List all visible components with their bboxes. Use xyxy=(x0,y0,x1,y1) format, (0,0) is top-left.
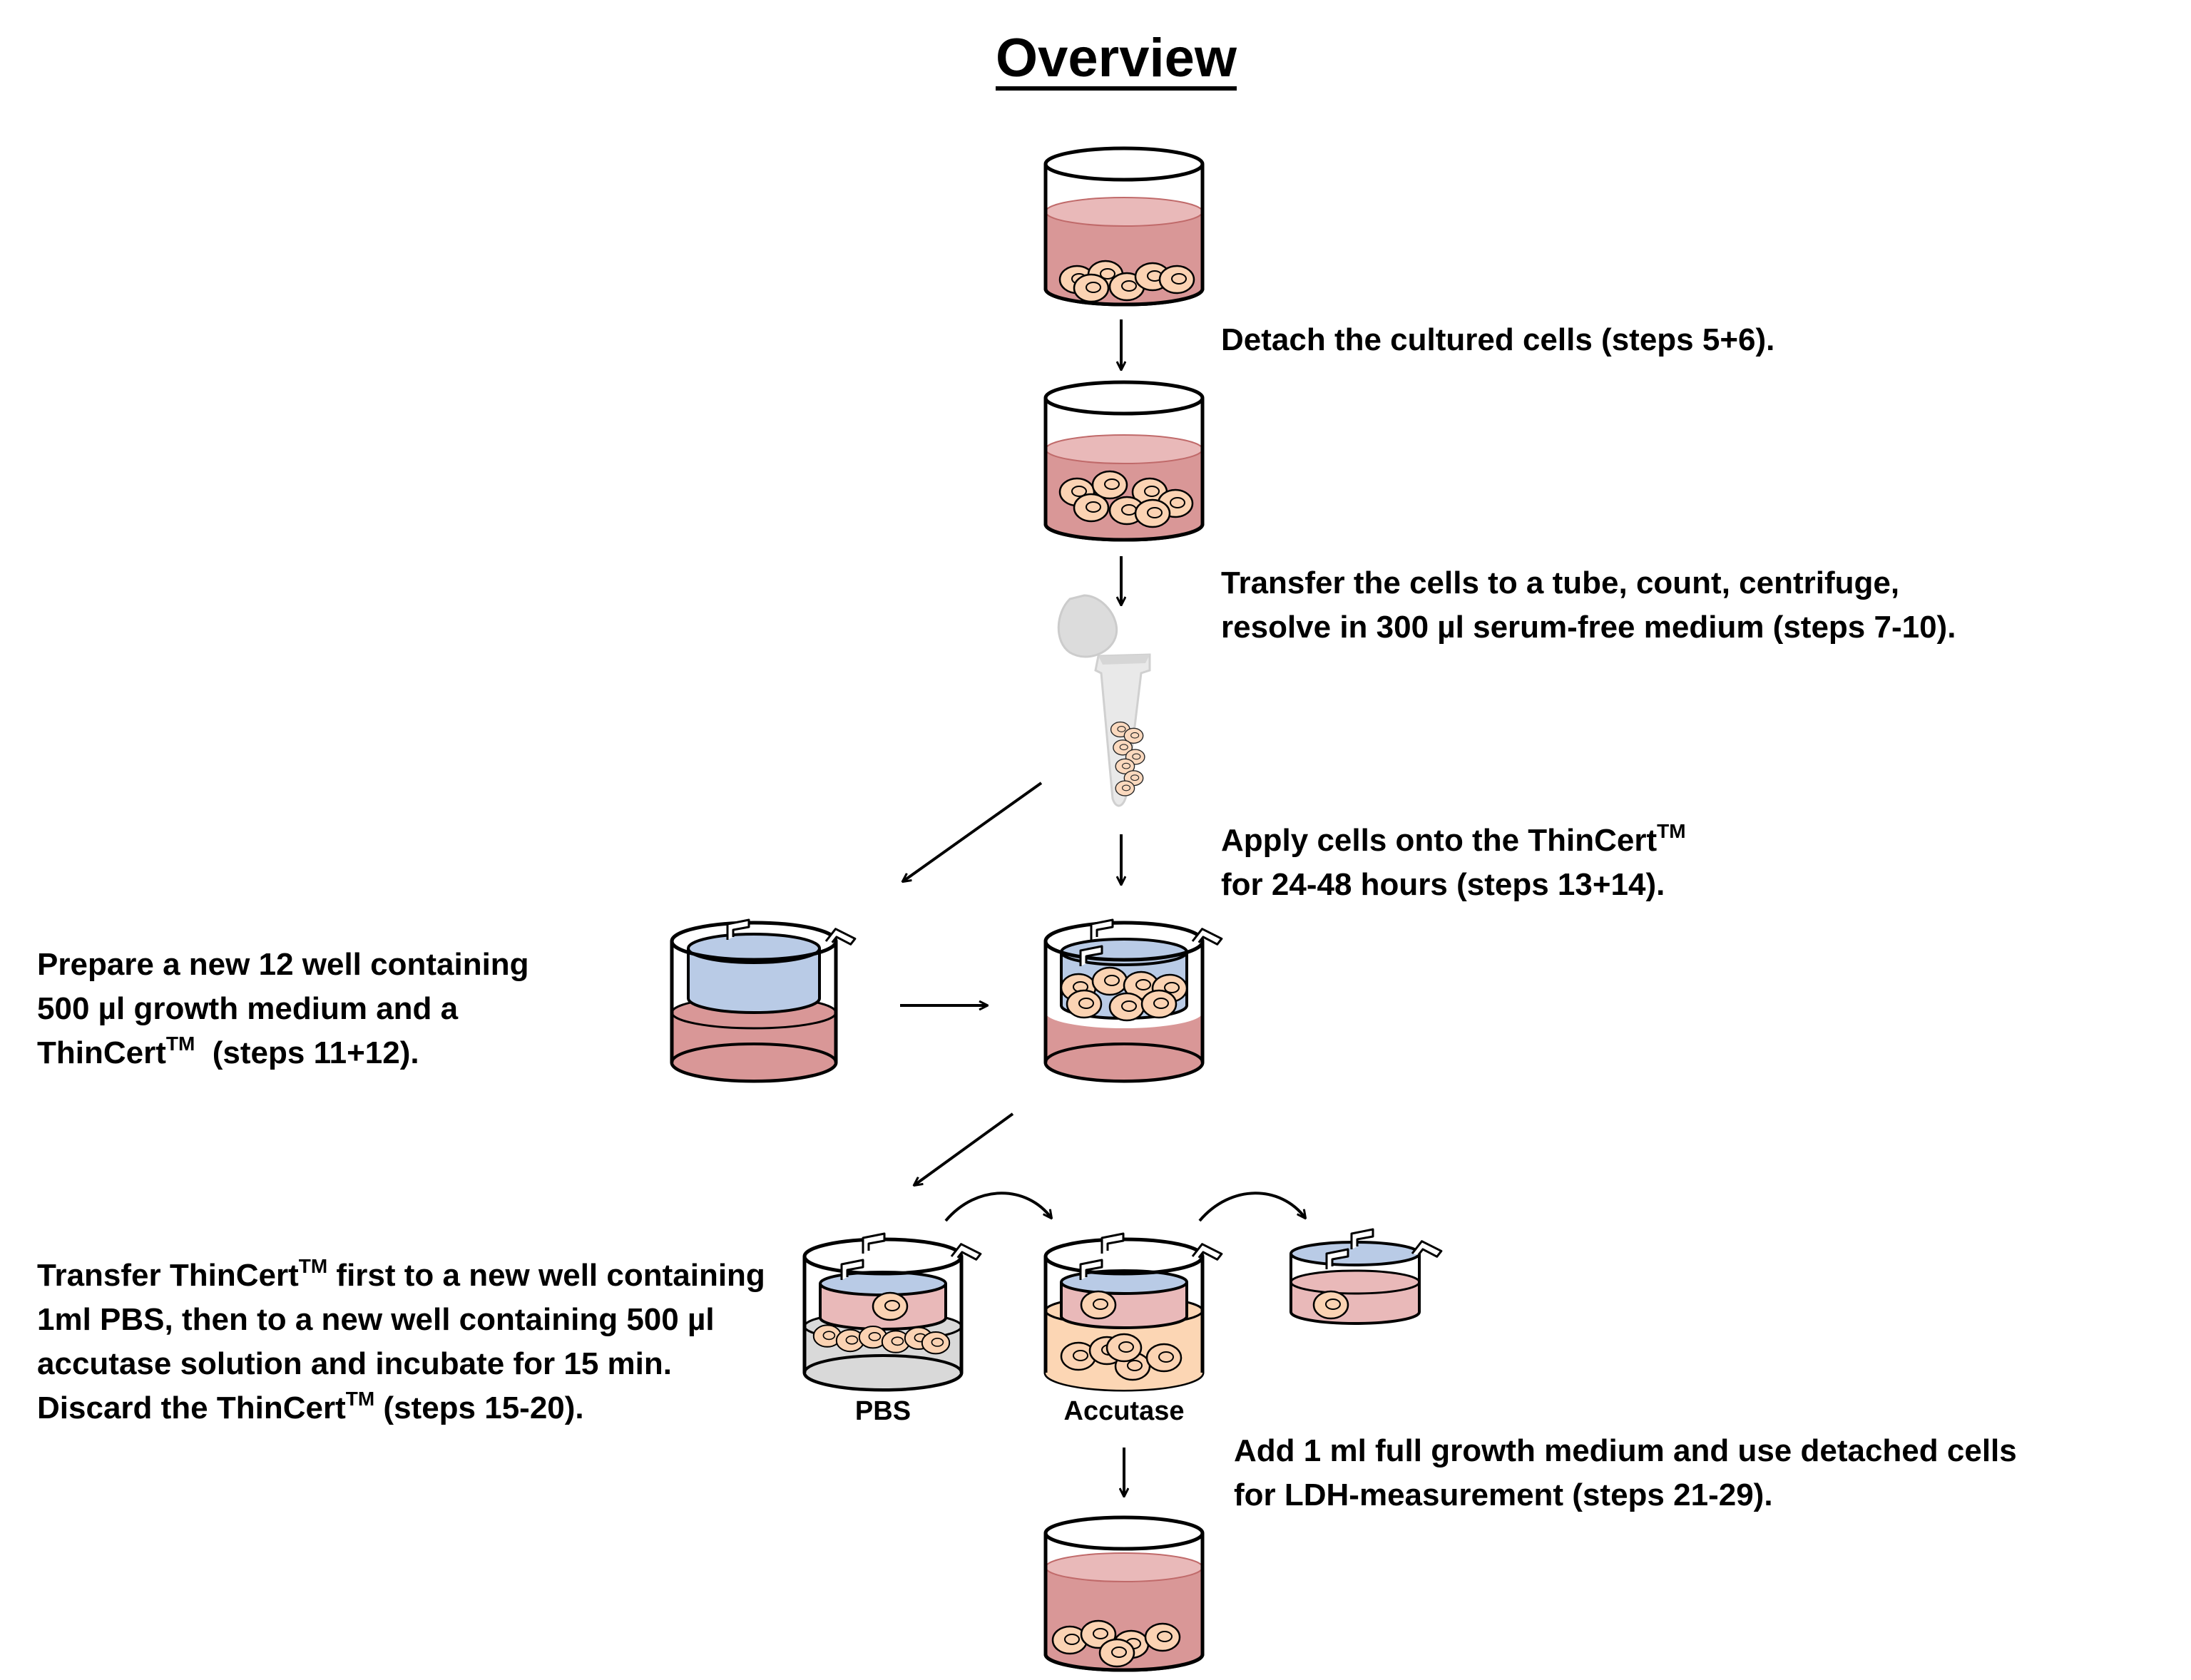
tm-mark: TM xyxy=(345,1388,375,1410)
step-move-line-1a: Transfer ThinCert xyxy=(37,1258,299,1293)
arrow-diag-1 xyxy=(903,782,1043,881)
step-apply-line-1: Apply cells onto the ThinCert xyxy=(1221,823,1658,858)
step-detach-text: Detach the cultured cells (steps 5+6). xyxy=(1221,318,1774,362)
tm-mark: TM xyxy=(1657,820,1686,842)
step-prepare-line-3b: (steps 11+12). xyxy=(195,1035,419,1070)
dish-final xyxy=(1043,1515,1205,1672)
well-prepared xyxy=(670,918,857,1083)
arrow-curve-1 xyxy=(944,1192,1051,1222)
step-apply-text: Apply cells onto the ThinCertTM for 24-4… xyxy=(1221,819,1686,907)
step-apply-line-2: for 24-48 hours (steps 13+14). xyxy=(1221,867,1665,902)
insert-discarded xyxy=(1289,1228,1443,1325)
arrow-diag-2 xyxy=(914,1112,1014,1185)
label-pbs: PBS xyxy=(854,1396,911,1426)
step-final-text: Add 1 ml full growth medium and use deta… xyxy=(1234,1429,2017,1517)
step-move-line-2: 1ml PBS, then to a new well containing 5… xyxy=(37,1302,715,1337)
step-prepare-line-1: Prepare a new 12 well containing xyxy=(37,947,529,982)
step-transfer-line-1: Transfer the cells to a tube, count, cen… xyxy=(1221,565,1900,600)
step-move-line-1b: first to a new well containing xyxy=(327,1258,765,1293)
well-accutase xyxy=(1043,1232,1223,1392)
tm-mark: TM xyxy=(165,1033,195,1055)
tm-mark: TM xyxy=(298,1255,328,1277)
page-title: Overview xyxy=(996,28,1237,88)
step-move-line-4b: (steps 15-20). xyxy=(374,1390,584,1425)
well-cells-applied xyxy=(1043,918,1223,1083)
step-prepare-line-2: 500 µl growth medium and a xyxy=(37,991,459,1026)
step-detach-line: Detach the cultured cells (steps 5+6). xyxy=(1221,322,1775,357)
step-final-line-1: Add 1 ml full growth medium and use deta… xyxy=(1234,1433,2017,1468)
dish-adherent-cells xyxy=(1043,146,1205,307)
step-move-text: Transfer ThinCertTM first to a new well … xyxy=(37,1254,765,1430)
arrows xyxy=(900,319,1305,1496)
well-pbs xyxy=(802,1232,982,1392)
label-accutase: Accutase xyxy=(1063,1396,1185,1426)
step-final-line-2: for LDH-measurement (steps 21-29). xyxy=(1234,1477,1773,1512)
step-prepare-text: Prepare a new 12 well containing 500 µl … xyxy=(37,943,529,1075)
step-transfer-text: Transfer the cells to a tube, count, cen… xyxy=(1221,561,1956,650)
step-transfer-line-2: resolve in 300 µl serum-free medium (ste… xyxy=(1221,610,1956,645)
dish-detached-cells xyxy=(1043,380,1205,542)
step-move-line-3: accutase solution and incubate for 15 mi… xyxy=(37,1346,672,1381)
step-move-line-4a: Discard the ThinCert xyxy=(37,1390,346,1425)
step-prepare-line-3a: ThinCert xyxy=(37,1035,166,1070)
microtube xyxy=(1057,594,1151,807)
arrow-curve-2 xyxy=(1198,1192,1305,1222)
